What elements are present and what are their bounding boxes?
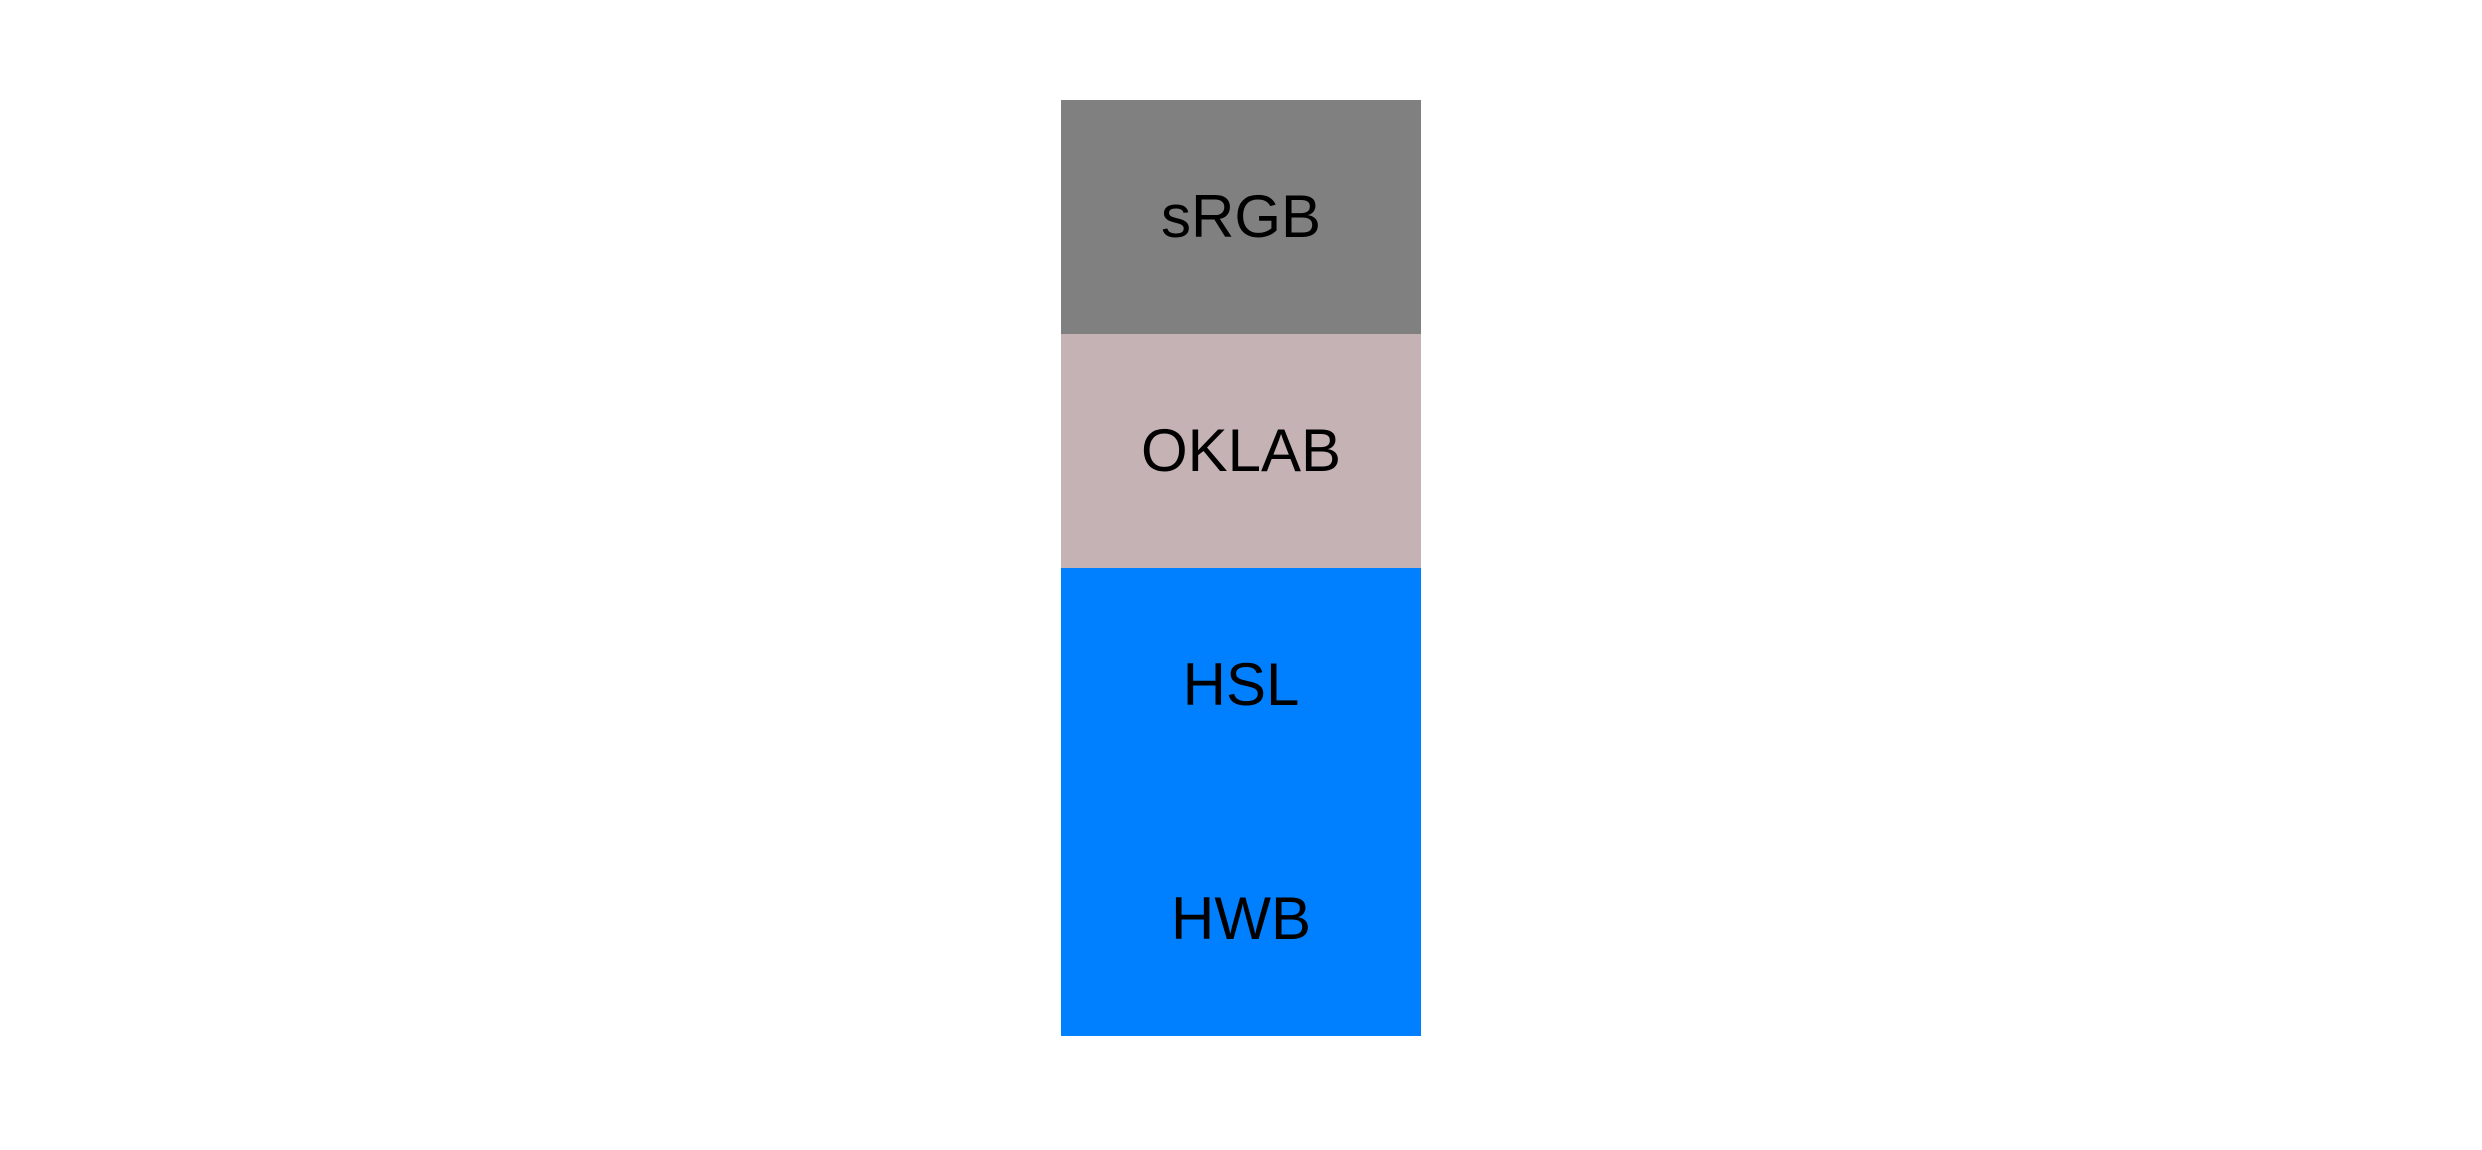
swatch-srgb-label: sRGB [1160,183,1322,250]
swatch-hwb-label: HWB [1171,885,1311,952]
swatch-hwb: HWB [1061,802,1421,1036]
swatch-hsl: HSL [1061,568,1421,802]
swatch-oklab-label: OKLAB [1140,417,1342,484]
swatch-hsl-label: HSL [1182,651,1300,718]
color-space-swatch-stack: sRGB OKLAB HSL HWB [1061,100,1421,1036]
swatch-srgb: sRGB [1061,100,1421,334]
swatch-oklab: OKLAB [1061,334,1421,568]
